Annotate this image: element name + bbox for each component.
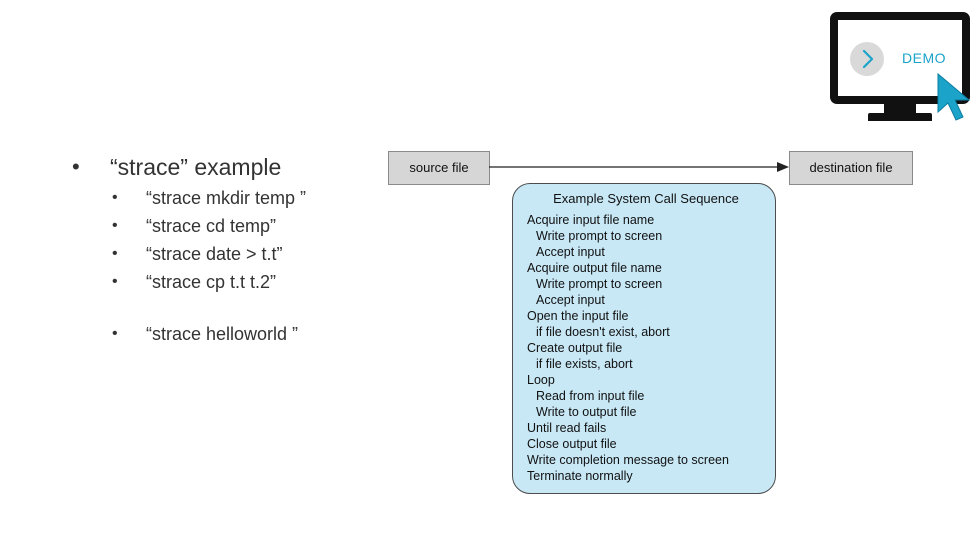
sequence-step: Close output file: [527, 437, 617, 451]
monitor-base: [868, 113, 932, 121]
bullet-strace-cp: “strace cp t.t t.2”: [72, 268, 372, 296]
sequence-step: Write to output file: [536, 405, 637, 419]
bullet-strace-mkdir: “strace mkdir temp ”: [72, 184, 372, 212]
sequence-step: Open the input file: [527, 309, 629, 323]
sequence-step: Write prompt to screen: [536, 277, 663, 291]
monitor-frame: DEMO: [830, 12, 970, 104]
destination-file-box: destination file: [789, 151, 913, 185]
sequence-title: Example System Call Sequence: [553, 191, 739, 206]
sequence-step: Accept input: [536, 245, 605, 259]
bullet-list: “strace” example “strace mkdir temp ” “s…: [72, 150, 372, 348]
sequence-step: Acquire output file name: [527, 261, 662, 275]
demo-label: DEMO: [902, 50, 946, 66]
sequence-step: Write prompt to screen: [536, 229, 663, 243]
bullet-strace-example: “strace” example: [72, 150, 372, 184]
bullet-strace-cd: “strace cd temp”: [72, 212, 372, 240]
sequence-step: Terminate normally: [527, 469, 633, 483]
sequence-step: Accept input: [536, 293, 605, 307]
sequence-step: Loop: [527, 373, 555, 387]
bullet-strace-helloworld: “strace helloworld ”: [72, 320, 372, 348]
cursor-pointer-icon: [937, 72, 971, 121]
monitor-stand: [884, 104, 916, 114]
system-call-diagram: source file destination file Example Sys…: [388, 143, 913, 495]
sequence-step: Create output file: [527, 341, 623, 355]
sequence-step: Write completion message to screen: [527, 453, 729, 467]
sequence-step: Acquire input file name: [527, 213, 655, 227]
sequence-step: if file doesn't exist, abort: [536, 325, 670, 339]
sequence-step: Read from input file: [536, 389, 645, 403]
flow-arrow: [489, 162, 789, 172]
sequence-step: if file exists, abort: [536, 357, 633, 371]
chevron-right-icon: [862, 49, 874, 69]
sequence-step: Until read fails: [527, 421, 607, 435]
demo-monitor-icon[interactable]: DEMO: [830, 12, 975, 122]
bullet-strace-date: “strace date > t.t”: [72, 240, 372, 268]
system-call-sequence-box: Example System Call Sequence Acquire inp…: [512, 183, 776, 494]
demo-play-circle: [850, 42, 884, 76]
source-file-box: source file: [388, 151, 490, 185]
